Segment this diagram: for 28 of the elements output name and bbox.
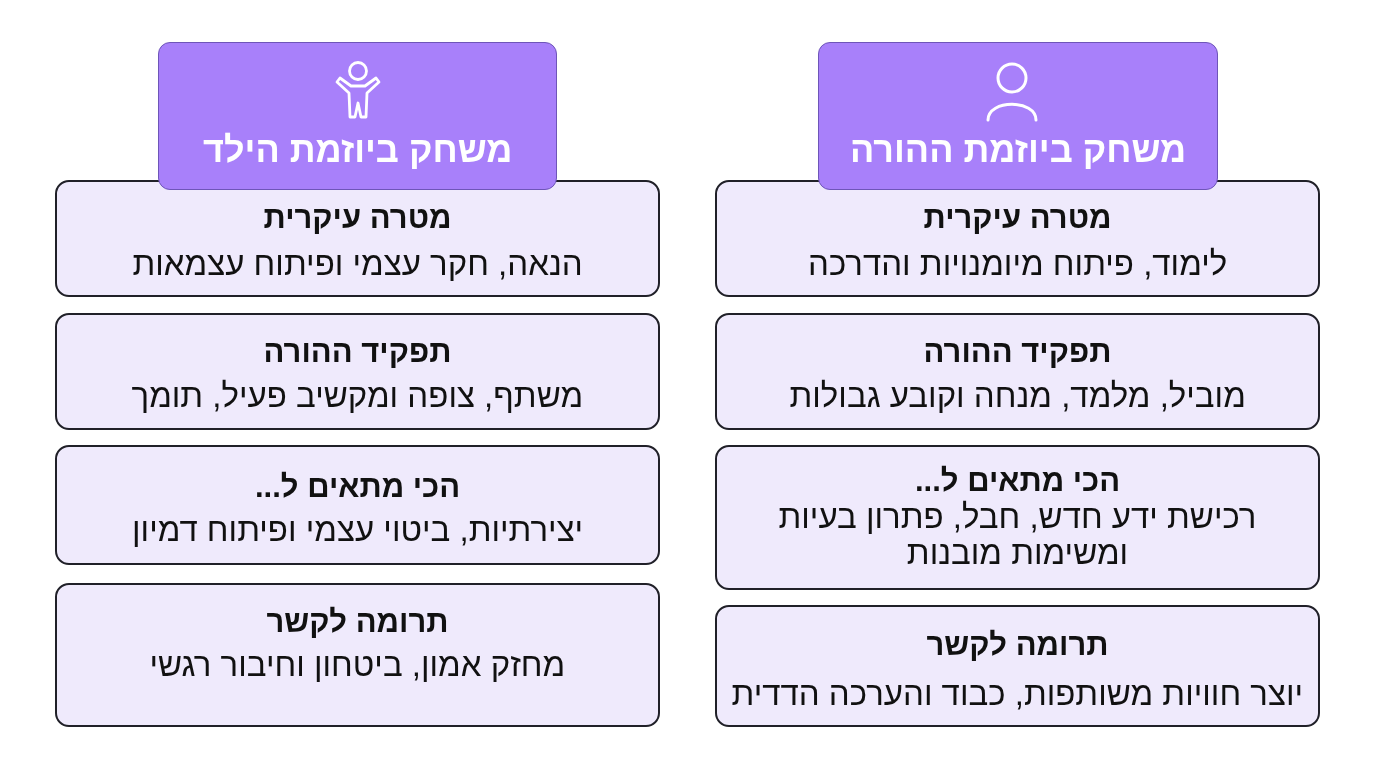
box-text: משתף, צופה ומקשיב פעיל, תומך [131,378,584,414]
box-text: יצירתיות, ביטוי עצמי ופיתוח דמיון [132,512,584,548]
column-title: משחק ביוזמת הילד [203,130,513,170]
box-heading: תרומה לקשר [926,627,1109,663]
header-box [818,42,1218,190]
info-box [55,313,660,430]
info-box [55,180,660,297]
info-box [55,583,660,727]
box-text: מוביל, מלמד, מנחה וקובע גבולות [789,378,1246,414]
info-box [55,445,660,565]
box-text: מחזק אמון, ביטחון וחיבור רגשי [149,647,566,683]
box-heading: מטרה עיקרית [923,200,1112,236]
box-heading: תרומה לקשר [266,604,449,640]
box-text: לימוד, פיתוח מיומנויות והדרכה [808,246,1228,282]
box-heading: הכי מתאים ל... [915,463,1121,499]
box-heading: תפקיד ההורה [923,334,1112,370]
info-box [715,445,1320,590]
info-box [715,180,1320,297]
info-box [715,605,1320,727]
box-heading: מטרה עיקרית [263,200,452,236]
box-text: רכישת ידע חדש, חבל, פתרון בעיות ומשימות מובנות [777,499,1258,571]
box-text: יוצר חוויות משותפות, כבוד והערכה הדדית [731,676,1304,712]
box-heading: תפקיד ההורה [263,334,452,370]
info-box [715,313,1320,430]
header-box [158,42,557,190]
box-text: הנאה, חקר עצמי ופיתוח עצמאות [132,246,583,282]
box-heading: הכי מתאים ל... [255,469,461,505]
column-title: משחק ביוזמת ההורה [850,130,1187,170]
